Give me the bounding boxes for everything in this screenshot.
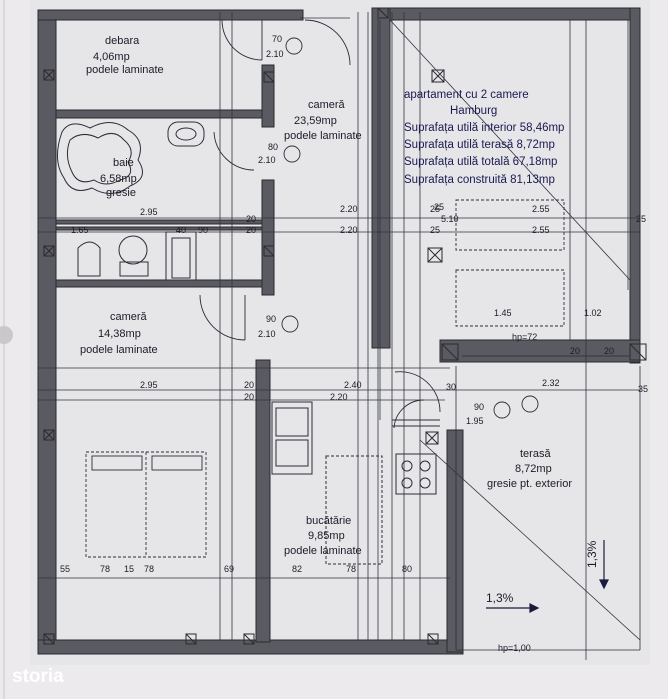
dimension-label: 25 (636, 214, 646, 224)
summary-total: Suprafața utilă totală 67,18mp (404, 156, 557, 168)
debara-area: 4,06mp (93, 51, 130, 63)
dimension-label: 30 (446, 382, 456, 392)
walls (37, 7, 641, 655)
dimension-label: hp=1,00 (498, 643, 531, 653)
dimension-label: 2.10 (266, 49, 284, 59)
dimension-label: 90 (198, 225, 208, 235)
camera2-floor: podele laminate (80, 344, 158, 356)
dimension-label: 2.95 (140, 207, 158, 217)
column-markers (43, 7, 647, 645)
slope-labels: 1,3% 1,3% (486, 540, 599, 605)
dimension-label: 2.20 (340, 204, 358, 214)
dimension-label: 90 (266, 314, 276, 324)
bucatarie-name: bucătărie (306, 515, 351, 527)
dimension-label: 2.95 (140, 380, 158, 390)
dimension-label: 2.40 (344, 380, 362, 390)
dimension-label: 40 (176, 225, 186, 235)
camera1-floor: podele laminate (284, 130, 362, 142)
dimension-lines (38, 12, 640, 660)
dimension-label: 35 (638, 384, 648, 394)
camera1-area: 23,59mp (294, 115, 337, 127)
kitchen-fixtures (271, 401, 440, 565)
dimension-label: 25 (430, 204, 440, 214)
baie-floor: gresie (106, 187, 136, 199)
dimension-label: 20 (244, 380, 254, 390)
summary-city: Hamburg (450, 105, 497, 117)
dimension-label: 25 (434, 202, 444, 212)
dimension-label: 15 (124, 564, 134, 574)
railing-lines (455, 355, 641, 651)
summary-title: apartament cu 2 camere (404, 89, 529, 101)
slope-side: 1,3% (585, 540, 599, 568)
dimension-label: 80 (402, 564, 412, 574)
dimension-label: 2.10 (258, 329, 276, 339)
room-labels: debara 4,06mp podele laminate cameră 23,… (80, 35, 572, 557)
terasa-name: terasă (520, 448, 551, 460)
dimension-label: 70 (272, 34, 282, 44)
debara-floor: podele laminate (86, 64, 164, 76)
dimension-label: 2.10 (258, 155, 276, 165)
apartment-summary: apartament cu 2 camere Hamburg Suprafața… (404, 89, 564, 186)
dimension-label: 2.55 (532, 225, 550, 235)
terasa-area: 8,72mp (515, 463, 552, 475)
dimension-label: 1.95 (466, 416, 484, 426)
summary-interior: Suprafața utilă interior 58,46mp (404, 122, 564, 134)
summary-terrace: Suprafața utilă terasă 8,72mp (404, 139, 555, 151)
dimension-labels: 2.95 20 2.20 25 5.10 2.55 25 1.65 40 90 … (60, 34, 648, 653)
bedroom-furniture (85, 199, 565, 558)
dimension-label: 1.65 (71, 225, 89, 235)
door-swings (199, 19, 441, 429)
bucatarie-area: 9,85mp (308, 530, 345, 542)
camera2-area: 14,38mp (98, 328, 141, 340)
baie-area: 6,58mp (100, 173, 137, 185)
baie-name: baie (113, 157, 134, 169)
dimension-label: 2.55 (532, 204, 550, 214)
terasa-floor: gresie pt. exterior (487, 478, 572, 490)
dimension-label: 1.45 (494, 308, 512, 318)
dimension-label: 1.02 (584, 308, 602, 318)
dimension-label: hp=72 (512, 332, 537, 342)
dimension-label: 55 (60, 564, 70, 574)
camera1-name: cameră (308, 99, 346, 111)
storia-watermark: storia (12, 666, 64, 687)
bathroom-fixtures (57, 121, 205, 281)
dimension-label: 20 (570, 346, 580, 356)
punch-hole (0, 326, 13, 344)
dimension-label: 90 (474, 402, 484, 412)
dimension-label: 20 (246, 225, 256, 235)
dimension-label: 78 (144, 564, 154, 574)
dimension-label: 5.10 (441, 214, 459, 224)
bucatarie-floor: podele laminate (284, 545, 362, 557)
dimension-label: 69 (224, 564, 234, 574)
dimension-label: 25 (430, 225, 440, 235)
dimension-label: 2.32 (542, 378, 560, 388)
slope-arrows (486, 540, 609, 613)
debara-name: debara (105, 35, 140, 47)
dimension-label: 2.20 (330, 392, 348, 402)
slope-bottom: 1,3% (486, 591, 514, 605)
dimension-label: 20 (246, 214, 256, 224)
camera2-name: cameră (110, 311, 148, 323)
summary-built: Suprafața construită 81,13mp (404, 174, 555, 186)
dimension-label: 2.20 (340, 225, 358, 235)
door-markers (281, 37, 539, 419)
dimension-label: 78 (100, 564, 110, 574)
dimension-label: 82 (292, 564, 302, 574)
dimension-label: 20 (244, 392, 254, 402)
roof-lines (379, 19, 641, 641)
dimension-label: 20 (604, 346, 614, 356)
dimension-label: 80 (268, 142, 278, 152)
dimension-label: 78 (346, 564, 356, 574)
